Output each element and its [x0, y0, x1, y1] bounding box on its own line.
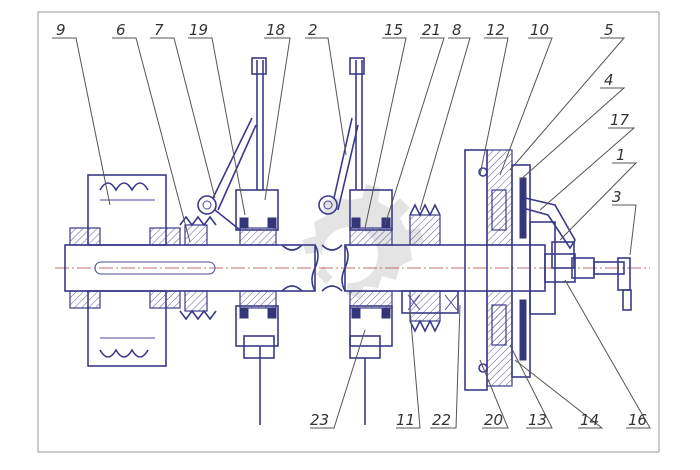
- callout-14: 14: [580, 411, 599, 429]
- callout-4: 4: [604, 71, 614, 89]
- callout-19: 19: [189, 21, 208, 39]
- callout-10: 10: [530, 21, 549, 39]
- spring-lever-left: [197, 117, 257, 231]
- callout-11: 11: [396, 411, 415, 429]
- spring-lever-right: [318, 57, 365, 215]
- bearing-housing-15: [349, 189, 393, 425]
- callout-8: 8: [452, 21, 462, 39]
- drawing-frame: [37, 11, 660, 453]
- callout-16: 16: [628, 411, 647, 429]
- sprocket-8: [401, 203, 459, 333]
- callout-17: 17: [610, 111, 630, 129]
- callout-21: 21: [422, 21, 441, 39]
- left-pulley: [69, 174, 181, 367]
- fitting-3: [571, 257, 632, 311]
- leader-lines: [52, 37, 651, 429]
- callout-7: 7: [154, 21, 164, 39]
- callout-1: 1: [616, 146, 626, 164]
- callout-6: 6: [116, 21, 126, 39]
- callout-13: 13: [528, 411, 547, 429]
- callout-9: 9: [56, 21, 66, 39]
- bearing-housing-18: [235, 57, 279, 425]
- callout-22: 22: [432, 411, 451, 429]
- control-lever: [522, 197, 576, 269]
- callout-5: 5: [604, 21, 614, 39]
- callout-20: 20: [484, 411, 503, 429]
- sprocket-7: [179, 215, 217, 321]
- callout-3: 3: [612, 188, 622, 206]
- callout-18: 18: [266, 21, 285, 39]
- callout-12: 12: [486, 21, 505, 39]
- shaft-break: [281, 244, 343, 292]
- callout-23: 23: [310, 411, 329, 429]
- clutch-housing: [464, 149, 556, 391]
- callout-15: 15: [384, 21, 403, 39]
- callout-2: 2: [308, 21, 318, 39]
